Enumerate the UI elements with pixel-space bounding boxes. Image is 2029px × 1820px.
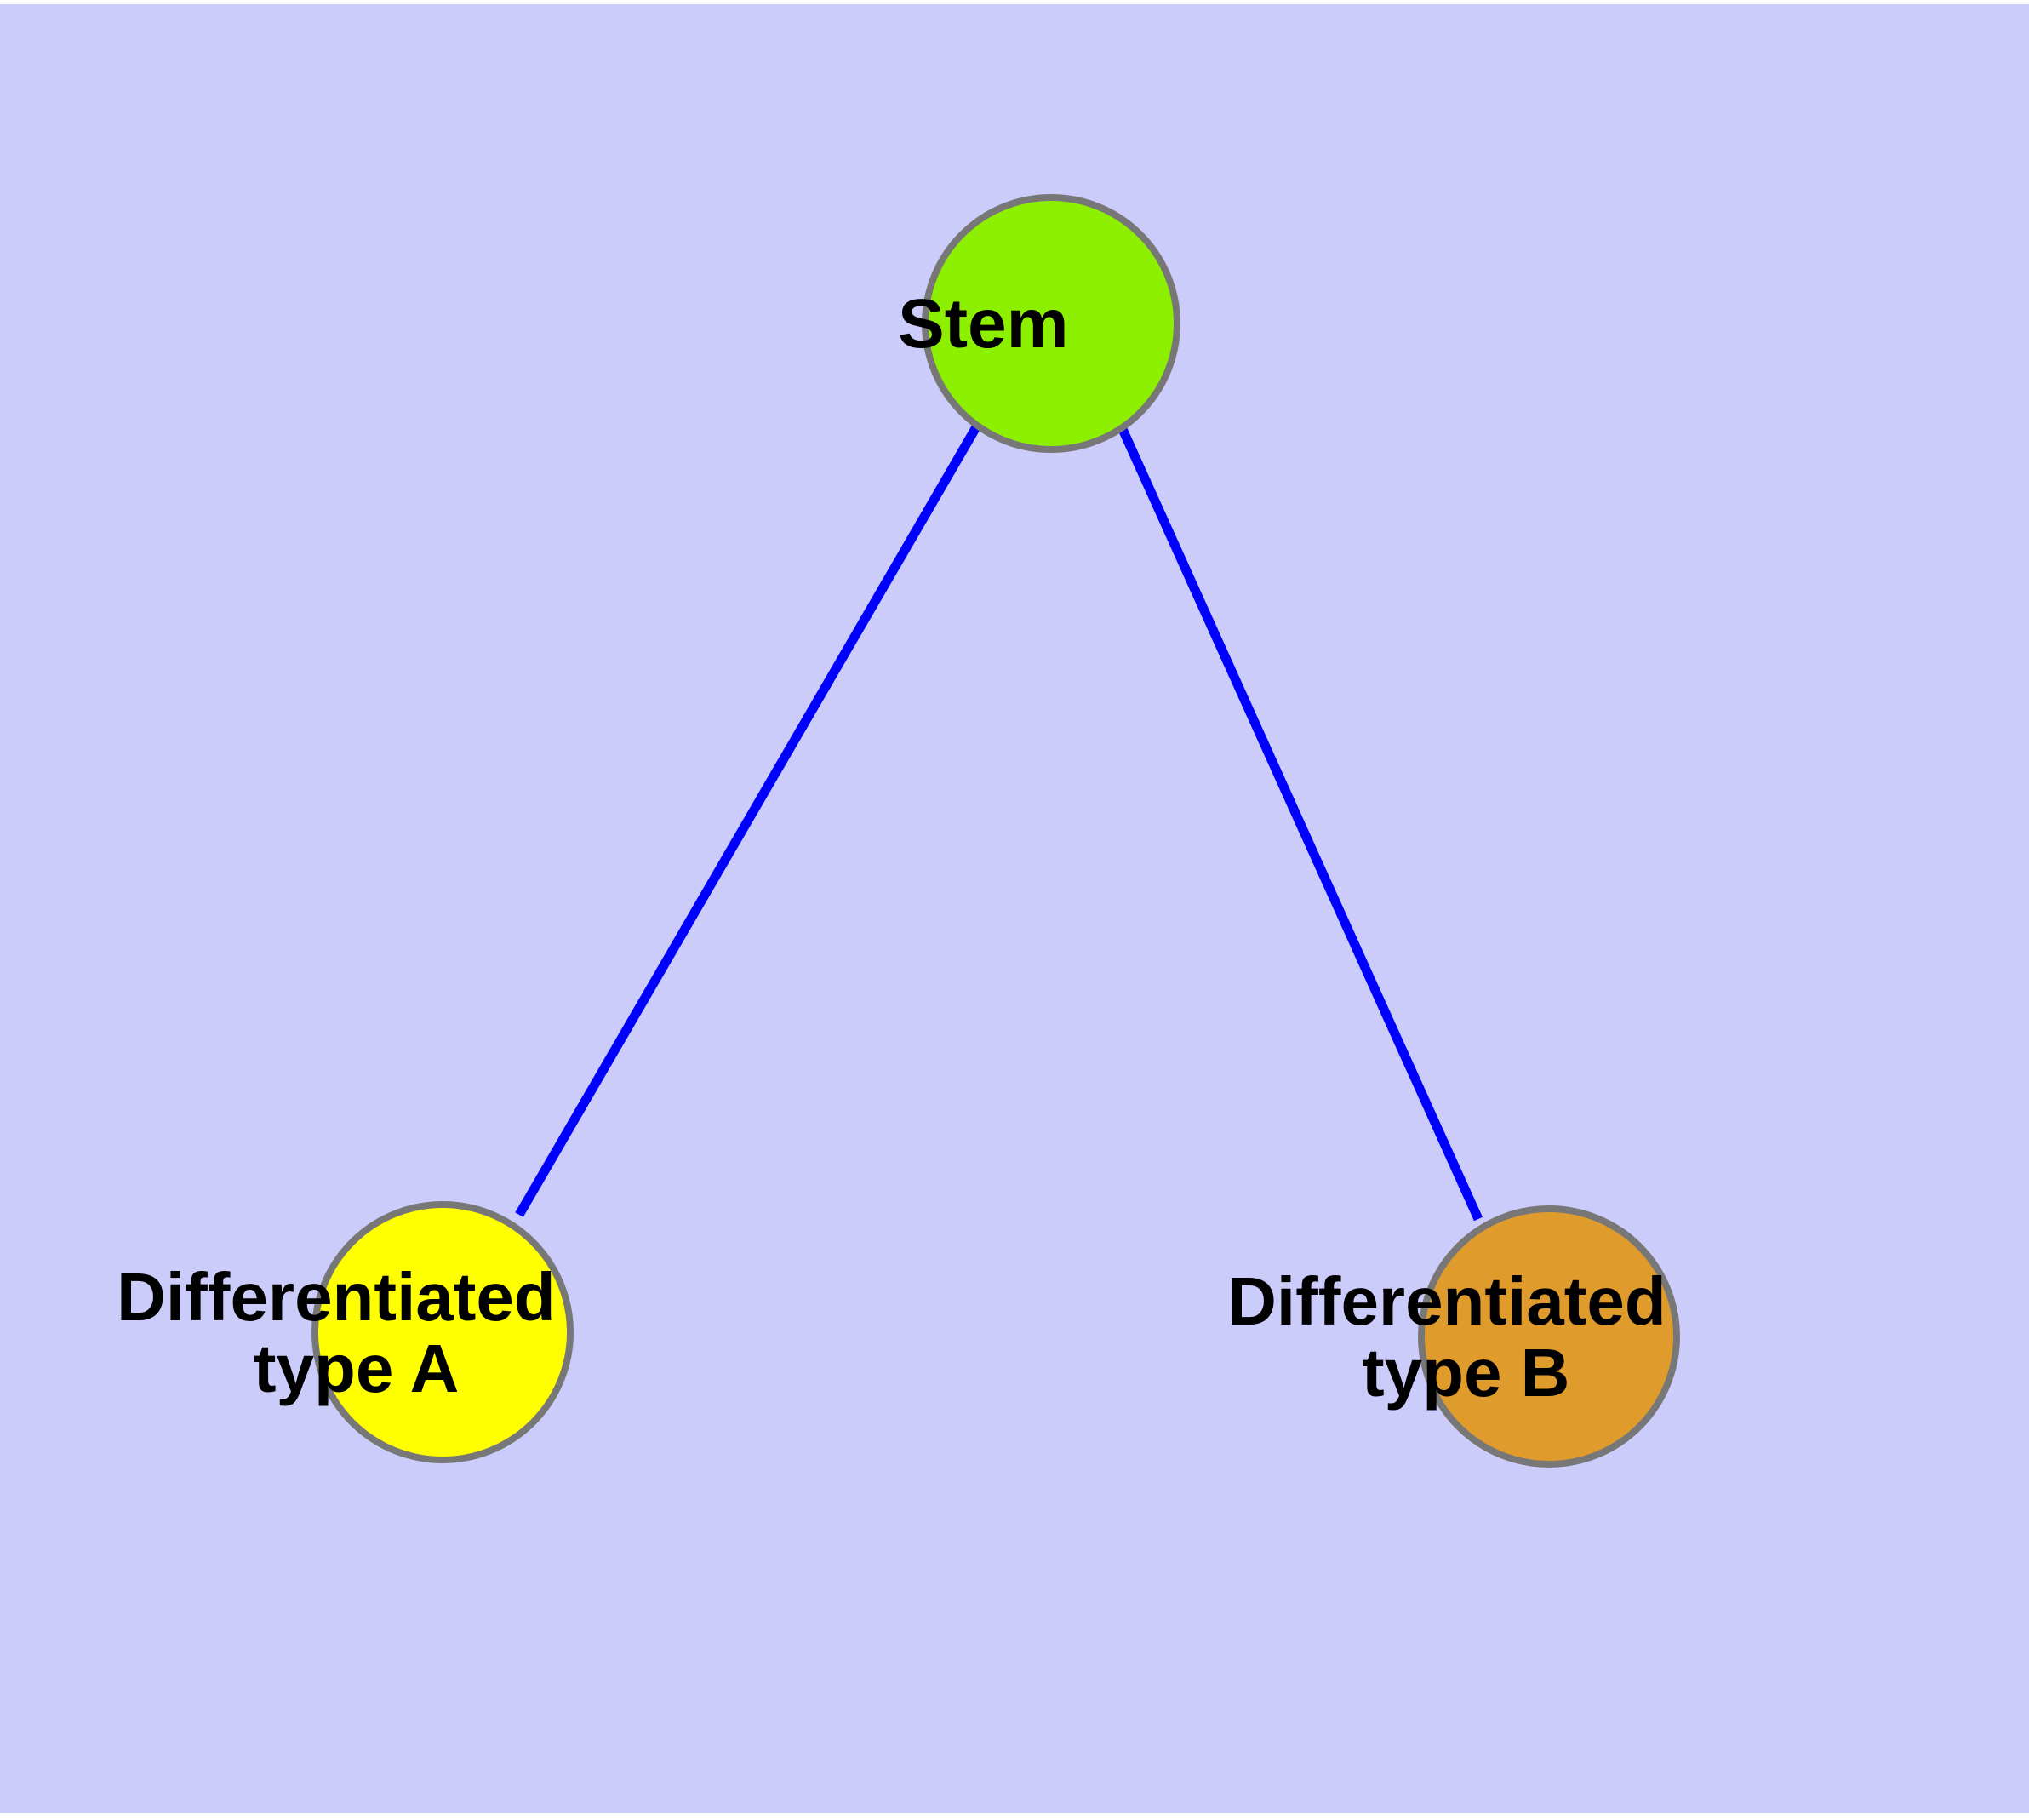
edge-layer	[515, 423, 1483, 1222]
node-label-stem: Stem	[898, 285, 1204, 363]
edge-stem-to-diff-a[interactable]	[515, 423, 981, 1217]
node-label-differentiated-type-b: Differentiated type B	[1227, 1263, 1837, 1411]
node-label-differentiated-type-a: Differentiated type A	[117, 1259, 726, 1406]
label-layer: Stem Differentiated type A Differentiate…	[117, 285, 1837, 1411]
node-differentiated-type-b[interactable]	[1418, 1205, 1680, 1468]
node-label-stem-line-1: Stem	[898, 285, 1069, 363]
node-label-diff-b-line-1: Differentiated	[1227, 1263, 1666, 1339]
edge-stem-to-diff-b[interactable]	[1117, 425, 1483, 1222]
node-stem[interactable]	[922, 194, 1180, 453]
node-differentiated-type-a[interactable]	[311, 1201, 574, 1463]
node-layer	[311, 194, 1680, 1468]
node-label-diff-a-line-1: Differentiated	[117, 1259, 556, 1335]
node-label-diff-b-line-2: type B	[1362, 1335, 1570, 1411]
node-label-diff-a-line-2: type A	[254, 1331, 458, 1406]
